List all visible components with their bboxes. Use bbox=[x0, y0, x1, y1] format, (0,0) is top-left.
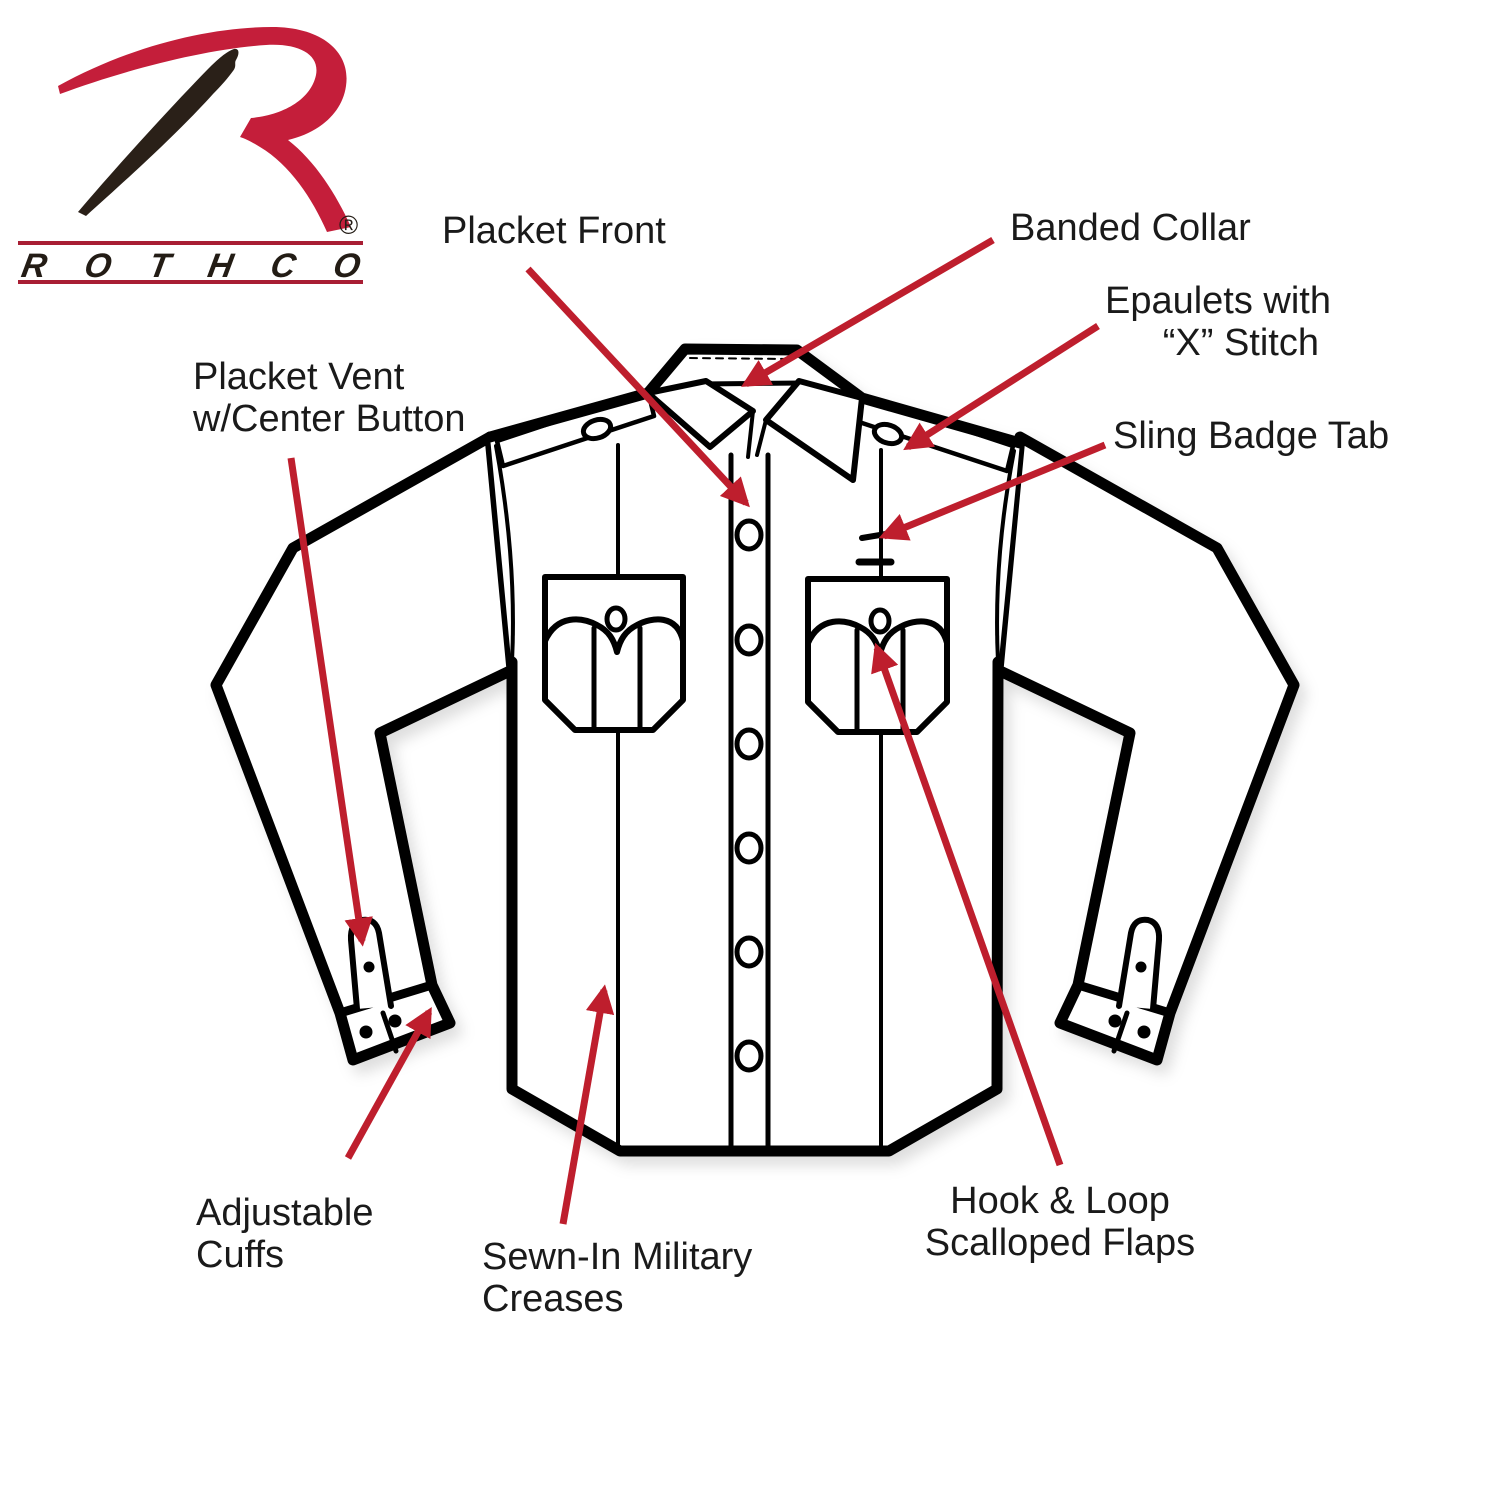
arrow-placket-vent bbox=[287, 457, 373, 947]
pocket-button-right bbox=[868, 607, 892, 635]
arrow-banded-collar bbox=[741, 236, 995, 388]
wordmark-letter: C bbox=[267, 247, 299, 285]
epaulet-buttonhole-left bbox=[580, 416, 614, 442]
arrow-epaulets bbox=[903, 323, 1100, 451]
label-placket-vent: Placket Vent w/Center Button bbox=[193, 356, 465, 440]
cuff-button-right-2 bbox=[1108, 1014, 1122, 1028]
label-line: Cuffs bbox=[196, 1234, 285, 1276]
label-line: Sewn-In Military bbox=[482, 1236, 753, 1278]
label-line: Placket Front bbox=[442, 210, 666, 252]
rothco-logo bbox=[18, 27, 363, 284]
logo-top-rule bbox=[18, 241, 363, 245]
epaulet-buttonhole-right bbox=[871, 421, 905, 447]
label-banded-collar: Banded Collar bbox=[1010, 207, 1251, 249]
cuff-button-left-1 bbox=[359, 1025, 373, 1039]
shirt-drawing bbox=[210, 343, 1300, 1157]
vent-button-left bbox=[363, 961, 375, 973]
cuff-button-right-1 bbox=[1137, 1025, 1151, 1039]
placket-front-strip bbox=[728, 452, 771, 1154]
cuff-button-left-2 bbox=[388, 1014, 402, 1028]
callout-arrows bbox=[287, 236, 1107, 1225]
wordmark-letter: O bbox=[81, 247, 115, 285]
arrow-scalloped-flaps bbox=[871, 642, 1064, 1167]
placket-buttons bbox=[734, 518, 764, 1073]
logo-black-brush bbox=[78, 48, 239, 216]
label-line: Adjustable bbox=[196, 1192, 374, 1234]
arrow-military-creases bbox=[559, 984, 615, 1225]
label-military-creases: Sewn-In Military Creases bbox=[482, 1236, 752, 1320]
label-placket-front: Placket Front bbox=[442, 210, 666, 252]
label-line: Banded Collar bbox=[1010, 207, 1251, 249]
label-line: Epaulets with bbox=[1104, 280, 1331, 322]
label-line: Hook & Loop bbox=[950, 1180, 1170, 1222]
sleeve-right bbox=[992, 431, 1300, 1066]
logo-bottom-rule bbox=[18, 280, 363, 284]
pocket-left bbox=[542, 574, 686, 733]
sleeve-left bbox=[210, 431, 518, 1066]
label-sling-badge-tab: Sling Badge Tab bbox=[1113, 415, 1389, 457]
wordmark-letter: H bbox=[204, 247, 237, 285]
pocket-button-left bbox=[604, 605, 628, 633]
label-adjustable-cuffs: Adjustable Cuffs bbox=[196, 1192, 373, 1276]
label-line: Placket Vent bbox=[193, 356, 405, 398]
vent-button-right bbox=[1135, 961, 1147, 973]
label-line: Creases bbox=[482, 1278, 624, 1320]
wordmark-letter: T bbox=[146, 247, 174, 285]
label-line: “X” Stitch bbox=[1162, 322, 1319, 364]
wordmark-letter: R bbox=[18, 247, 51, 285]
label-line: w/Center Button bbox=[193, 398, 466, 440]
arrow-sling-badge-tab bbox=[878, 441, 1107, 541]
label-line: Sling Badge Tab bbox=[1113, 415, 1390, 457]
label-scalloped-flaps: Hook & Loop Scalloped Flaps bbox=[910, 1180, 1210, 1264]
scalloped-flap-left bbox=[542, 616, 686, 655]
label-epaulets: Epaulets with “X” Stitch bbox=[1098, 280, 1331, 364]
arrow-adjustable-cuffs bbox=[344, 1006, 433, 1160]
label-line: Scalloped Flaps bbox=[924, 1222, 1196, 1264]
logo-red-swoosh bbox=[58, 27, 351, 232]
registered-trademark-icon: ® bbox=[339, 210, 359, 240]
arrow-placket-front bbox=[525, 266, 750, 508]
